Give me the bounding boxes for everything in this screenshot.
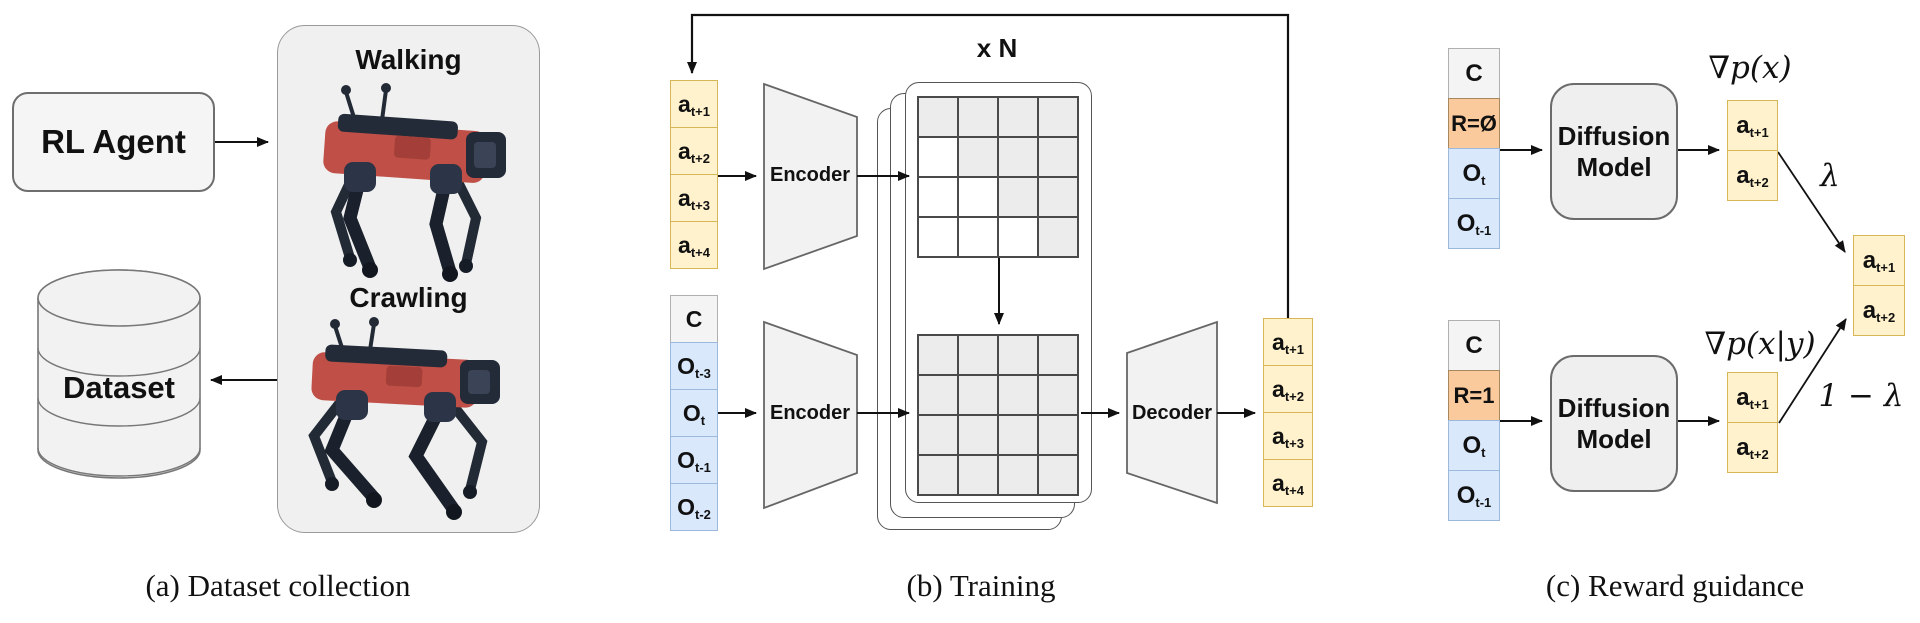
robot-leg [429, 173, 457, 279]
uncond-output-stack: at+1 at+2 [1727, 100, 1778, 201]
grid-cell [958, 137, 998, 177]
crawling-label: Crawling [349, 282, 468, 313]
diffusion-model-label: Diffusion [1557, 392, 1671, 423]
encoder-action-label: Encoder [769, 164, 851, 186]
diffusion-model-label: Model [1576, 423, 1652, 454]
grid-cell [998, 177, 1038, 217]
token-o-t1: Ot-1 [1448, 198, 1500, 249]
token-context: C [670, 295, 718, 343]
grid-cell [958, 97, 998, 137]
merged-output-stack: at+1 at+2 [1853, 235, 1905, 336]
grid-cell [998, 335, 1038, 375]
grid-cell [1038, 375, 1078, 415]
rl-agent-box: RL Agent [12, 92, 215, 192]
grid-cell [1038, 97, 1078, 137]
grid-cell [1038, 415, 1078, 455]
grid-cell [998, 455, 1038, 495]
grid-cell [958, 375, 998, 415]
grid-cell [998, 415, 1038, 455]
token-out-a-t2: at+2 [1727, 422, 1778, 473]
caption-c: (c) Reward guidance [1545, 568, 1805, 603]
attention-mask-grid [917, 96, 1079, 258]
grid-cell [918, 97, 958, 137]
token-o-t: Ot [670, 389, 718, 437]
token-out-a-t1: at+1 [1727, 372, 1778, 423]
caption-b: (b) Training [906, 568, 1056, 603]
grid-cell [1038, 335, 1078, 375]
grid-cell [998, 97, 1038, 137]
diffusion-model-label: Model [1576, 151, 1652, 182]
grid-cell [918, 177, 958, 217]
grad-cond-label: ∇p(x|y) [1704, 326, 1816, 362]
token-out-a-t4: at+4 [1263, 459, 1313, 507]
token-a-t4: at+4 [670, 221, 718, 269]
token-reward-null: R=Ø [1448, 98, 1500, 149]
grid-cell [918, 137, 958, 177]
diffusion-model-box-uncond: Diffusion Model [1550, 83, 1678, 220]
token-context: C [1448, 320, 1500, 371]
robot-leg [408, 401, 461, 517]
token-o-t1: Ot-1 [1448, 470, 1500, 521]
grid-cell [958, 415, 998, 455]
action-input-stack: at+1 at+2 at+3 at+4 [670, 80, 718, 269]
observation-input-stack: C Ot-3 Ot Ot-1 Ot-2 [670, 295, 718, 531]
token-out-a-t3: at+3 [1263, 412, 1313, 460]
token-a-t2: at+2 [670, 127, 718, 175]
decoder-label: Decoder [1131, 402, 1213, 424]
encoder-obs-label: Encoder [769, 402, 851, 424]
token-o-t2: Ot-2 [670, 483, 718, 531]
token-merged-a-t2: at+2 [1853, 285, 1905, 336]
latent-grid [917, 334, 1079, 496]
grid-cell [1038, 217, 1078, 257]
cond-output-stack: at+1 at+2 [1727, 372, 1778, 473]
grid-cell [918, 455, 958, 495]
uncond-input-stack: C R=Ø Ot Ot-1 [1448, 48, 1500, 249]
grid-cell [918, 375, 958, 415]
grid-cell [1038, 455, 1078, 495]
dataset-label: Dataset [63, 370, 175, 405]
robot-leg [308, 395, 347, 487]
token-reward-one: R=1 [1448, 370, 1500, 421]
grad-uncond-label: ∇p(x) [1708, 50, 1792, 86]
grid-cell [998, 375, 1038, 415]
rl-agent-label: RL Agent [41, 123, 186, 160]
grid-cell [918, 335, 958, 375]
one-minus-lambda-label: 1 − λ [1818, 378, 1904, 414]
robot-leg [451, 173, 482, 269]
token-a-t1: at+1 [670, 80, 718, 128]
token-out-a-t1: at+1 [1727, 100, 1778, 151]
diffusion-model-label: Diffusion [1557, 120, 1671, 151]
token-out-a-t1: at+1 [1263, 318, 1313, 366]
token-out-a-t2: at+2 [1263, 365, 1313, 413]
robot-leg [324, 399, 381, 505]
action-output-stack: at+1 at+2 at+3 at+4 [1263, 318, 1313, 507]
caption-a: (a) Dataset collection [145, 568, 411, 603]
grid-cell [998, 217, 1038, 257]
lambda-label: λ [1820, 158, 1840, 194]
cond-input-stack: C R=1 Ot Ot-1 [1448, 320, 1500, 521]
robot-leg [447, 399, 488, 495]
diffusion-model-box-cond: Diffusion Model [1550, 355, 1678, 492]
grid-cell [918, 217, 958, 257]
token-o-t: Ot [1448, 420, 1500, 471]
grid-cell [1038, 137, 1078, 177]
walking-label: Walking [355, 44, 462, 75]
token-context: C [1448, 48, 1500, 99]
loop-count-label: x N [976, 33, 1018, 63]
walking-robot-image [323, 83, 506, 282]
grid-cell [958, 177, 998, 217]
grid-cell [958, 217, 998, 257]
grid-cell [958, 455, 998, 495]
token-merged-a-t1: at+1 [1853, 235, 1905, 286]
token-o-t3: Ot-3 [670, 342, 718, 390]
grid-cell [958, 335, 998, 375]
token-out-a-t2: at+2 [1727, 150, 1778, 201]
token-o-t: Ot [1448, 148, 1500, 199]
token-o-t1: Ot-1 [670, 436, 718, 484]
token-a-t3: at+3 [670, 174, 718, 222]
grid-cell [1038, 177, 1078, 217]
grid-cell [998, 137, 1038, 177]
crawling-robot-image [308, 317, 500, 520]
grid-cell [918, 415, 958, 455]
